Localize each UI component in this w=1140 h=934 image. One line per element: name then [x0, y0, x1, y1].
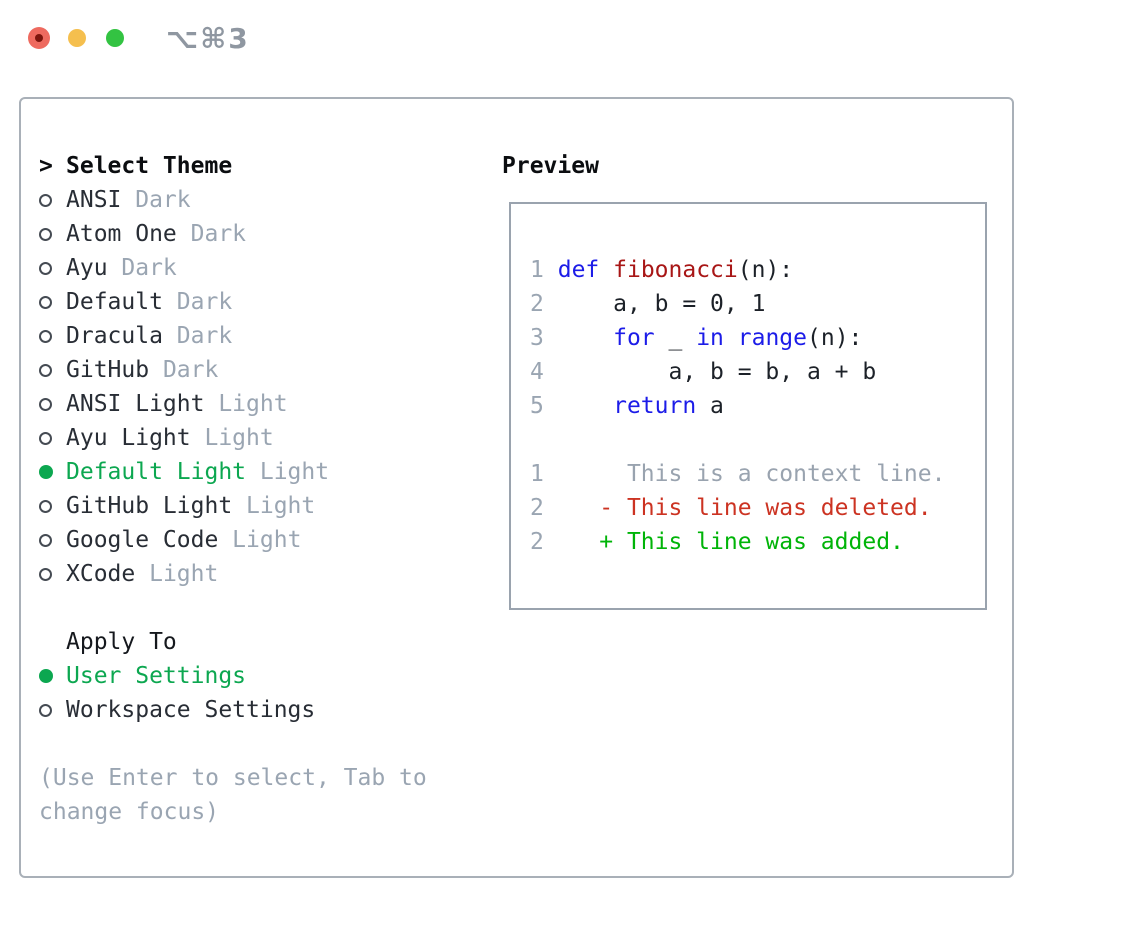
diff-preview: 1 This is a context line. 2 - This line w… [530, 457, 985, 559]
radio-icon [39, 397, 66, 411]
select-theme-heading: Select Theme [66, 153, 233, 179]
radio-icon [39, 227, 66, 241]
theme-name: Dracula [66, 323, 163, 349]
close-dot-icon [35, 34, 43, 42]
theme-option[interactable]: GitHub Dark [39, 353, 479, 387]
preview-pane: 1 def fibonacci(n): 2 a, b = 0, 1 3 for _ … [509, 202, 987, 610]
theme-name: Default [66, 289, 163, 315]
theme-variant: Light [190, 425, 274, 451]
theme-variant: Light [204, 391, 288, 417]
theme-name: Google Code [66, 527, 219, 553]
apply-to-heading: Apply To [66, 629, 177, 655]
theme-option[interactable]: Atom One Dark [39, 217, 479, 251]
code-line: 1 def fibonacci(n): [530, 257, 794, 283]
theme-name: Ayu [66, 255, 108, 281]
theme-variant: Light [135, 561, 219, 587]
theme-option[interactable]: Ayu Light Light [39, 421, 479, 455]
blank-line [530, 423, 985, 457]
window-title: ⌥⌘3 [166, 22, 250, 55]
zoom-button[interactable] [106, 29, 124, 47]
theme-name: XCode [66, 561, 136, 587]
line-number: 2 [530, 495, 544, 521]
theme-variant: Light [246, 459, 330, 485]
radio-icon [39, 329, 66, 343]
theme-option[interactable]: ANSI Light Light [39, 387, 479, 421]
radio-selected-icon [39, 669, 66, 683]
code-line: 4 a, b = b, a + b [530, 359, 877, 385]
line-number: 2 [530, 291, 544, 317]
code-line: 2 a, b = 0, 1 [530, 291, 766, 317]
theme-variant: Dark [149, 357, 219, 383]
theme-variant: Dark [162, 289, 233, 315]
line-number: 4 [530, 359, 544, 385]
theme-option[interactable]: Google Code Light [39, 523, 479, 557]
theme-option[interactable]: XCode Light [39, 557, 479, 591]
theme-name: GitHub Light [66, 493, 233, 519]
radio-selected-icon [39, 465, 66, 479]
radio-icon [39, 431, 66, 445]
theme-option[interactable]: GitHub Light Light [39, 489, 479, 523]
code-line: 5 return a [530, 393, 724, 419]
apply-to-label: Workspace Settings [66, 697, 316, 723]
theme-variant: Dark [121, 187, 191, 213]
theme-variant: Dark [107, 255, 177, 281]
theme-list-header-row: > Select Theme [39, 149, 479, 183]
radio-icon [39, 533, 66, 547]
radio-icon [39, 703, 66, 717]
theme-name: ANSI [66, 187, 122, 213]
line-number: 5 [530, 393, 544, 419]
apply-to-option[interactable]: User Settings [39, 659, 479, 693]
line-number: 1 [530, 257, 544, 283]
theme-option[interactable]: Dracula Dark [39, 319, 479, 353]
radio-icon [39, 567, 66, 581]
radio-icon [39, 295, 66, 309]
theme-name: Default Light [66, 459, 247, 485]
radio-icon [39, 499, 66, 513]
theme-name: Ayu Light [66, 425, 191, 451]
window-titlebar: ⌥⌘3 [0, 0, 1140, 76]
apply-to-option[interactable]: Workspace Settings [39, 693, 479, 727]
help-text: (Use Enter to select, Tab to change focu… [39, 765, 427, 825]
spacer [39, 727, 479, 761]
theme-option[interactable]: Default Light Light [39, 455, 479, 489]
theme-variant: Dark [176, 221, 247, 247]
focus-caret-icon: > [39, 153, 53, 179]
code-preview: 1 def fibonacci(n): 2 a, b = 0, 1 3 for _ … [530, 253, 985, 423]
theme-variant: Light [218, 527, 302, 553]
radio-icon [39, 363, 66, 377]
theme-variant: Dark [162, 323, 233, 349]
diff-line-ctx: 1 This is a context line. [530, 461, 946, 487]
theme-option[interactable]: Default Dark [39, 285, 479, 319]
apply-to-label: User Settings [66, 663, 247, 689]
diff-line-del: 2 - This line was deleted. [530, 495, 932, 521]
radio-icon [39, 193, 66, 207]
minimize-button[interactable] [68, 29, 86, 47]
theme-variant: Light [232, 493, 316, 519]
theme-name: Atom One [66, 221, 177, 247]
line-number: 3 [530, 325, 544, 351]
radio-icon [39, 261, 66, 275]
theme-name: GitHub [66, 357, 150, 383]
code-line: 3 for _ in range(n): [530, 325, 863, 351]
close-button[interactable] [28, 27, 50, 49]
apply-to-header-row: Apply To [39, 625, 479, 659]
theme-option[interactable]: Ayu Dark [39, 251, 479, 285]
theme-option[interactable]: ANSI Dark [39, 183, 479, 217]
spacer [39, 591, 479, 625]
preview-heading: Preview [502, 153, 599, 179]
diff-line-add: 2 + This line was added. [530, 529, 904, 555]
line-number: 1 [530, 461, 544, 487]
line-number: 2 [530, 529, 544, 555]
theme-name: ANSI Light [66, 391, 205, 417]
